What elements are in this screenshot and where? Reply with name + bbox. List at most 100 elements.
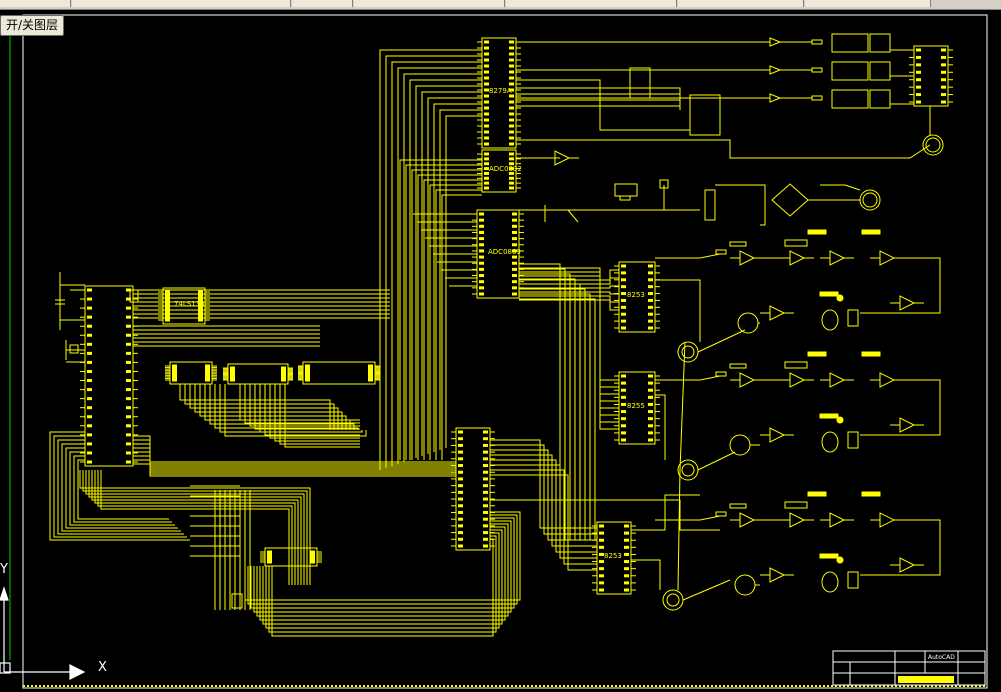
pin-label bbox=[624, 588, 629, 592]
pin-label bbox=[205, 372, 210, 376]
timer-bus-wire bbox=[519, 295, 619, 303]
chip-label: ADC0832 bbox=[489, 165, 522, 173]
pin-label bbox=[621, 417, 626, 421]
pin-label bbox=[509, 118, 514, 122]
pin-label bbox=[126, 379, 131, 383]
opamp-symbol bbox=[899, 295, 916, 311]
pin-label bbox=[484, 58, 489, 62]
motor-inner bbox=[862, 192, 878, 208]
vertical-bus-wire bbox=[403, 73, 482, 462]
relay-wire bbox=[516, 93, 681, 110]
toolbar-segment[interactable] bbox=[678, 0, 804, 7]
led-display bbox=[264, 547, 318, 567]
pin-label bbox=[87, 424, 92, 428]
opamp-symbol bbox=[879, 512, 896, 528]
relay-wire bbox=[516, 79, 690, 131]
pin-label bbox=[648, 319, 653, 323]
toolbar-segment[interactable] bbox=[354, 0, 505, 7]
wire bbox=[655, 279, 701, 342]
junction-dot bbox=[836, 294, 844, 302]
encoder-wire bbox=[697, 329, 746, 353]
pin-label bbox=[458, 537, 463, 541]
bottom-loop-wire bbox=[253, 520, 512, 613]
pin-label bbox=[941, 93, 946, 97]
pin-label bbox=[512, 237, 517, 241]
lower-bus-wire bbox=[49, 431, 190, 541]
pin-label bbox=[87, 388, 92, 392]
lower-bus-wire bbox=[77, 459, 169, 520]
toolbar-segment[interactable] bbox=[506, 0, 677, 7]
toolbar-segment[interactable] bbox=[805, 0, 931, 7]
pin-label bbox=[368, 378, 373, 382]
pin-label bbox=[483, 544, 488, 548]
latch-output-wire bbox=[224, 384, 367, 437]
pin-label bbox=[509, 181, 514, 185]
pin-label bbox=[165, 310, 170, 314]
toolbar-segment[interactable] bbox=[72, 0, 291, 7]
pin-label bbox=[512, 255, 517, 259]
ucs-x-label: X bbox=[98, 660, 107, 675]
encoder-wheel bbox=[662, 589, 684, 611]
optocoupler bbox=[831, 33, 869, 53]
pin-label bbox=[621, 326, 626, 330]
pin-label bbox=[484, 52, 489, 56]
opamp-symbol bbox=[739, 250, 756, 266]
keyboard-controller-chip bbox=[481, 37, 517, 149]
feedback-wire bbox=[860, 379, 941, 436]
lower-bus-wire bbox=[65, 447, 178, 529]
latch-output-wire bbox=[254, 384, 360, 430]
pin-label bbox=[310, 560, 315, 564]
sensor-symbol bbox=[729, 434, 751, 456]
pin-label bbox=[648, 438, 653, 442]
chip-label: 74LS138 bbox=[174, 300, 205, 308]
vertical-bus-wire bbox=[423, 179, 482, 460]
motor-wire bbox=[516, 139, 931, 159]
pin-label bbox=[509, 186, 514, 190]
relay-wire bbox=[516, 87, 681, 110]
pin-label bbox=[941, 63, 946, 67]
pin-label bbox=[509, 106, 514, 110]
transistor bbox=[704, 189, 716, 221]
pin-label bbox=[267, 552, 272, 556]
timer-bus-wire bbox=[519, 285, 619, 289]
pin-label bbox=[621, 312, 626, 316]
ucs-y-label: Y bbox=[0, 562, 8, 577]
pin-label bbox=[458, 470, 463, 474]
pin-label bbox=[87, 451, 92, 455]
pin-label bbox=[87, 415, 92, 419]
pin-label bbox=[509, 94, 514, 98]
pin-label bbox=[483, 470, 488, 474]
ucs-icon bbox=[0, 586, 86, 680]
pin-label bbox=[648, 431, 653, 435]
resistor bbox=[811, 95, 823, 101]
bottom-loop-wire bbox=[271, 538, 494, 637]
pin-label bbox=[198, 290, 203, 294]
toolbar-segment[interactable] bbox=[292, 0, 353, 7]
timer-bus-wire bbox=[519, 299, 619, 311]
pin-label bbox=[512, 230, 517, 234]
pin-label bbox=[458, 490, 463, 494]
pin-label bbox=[648, 395, 653, 399]
buffer-symbol bbox=[769, 65, 782, 75]
pin-label bbox=[484, 176, 489, 180]
pin-label bbox=[621, 402, 626, 406]
latch-output-wire bbox=[264, 384, 360, 436]
latch-output-wire bbox=[259, 384, 360, 433]
ppi-bus-wire bbox=[519, 291, 619, 423]
opamp-symbol bbox=[789, 250, 806, 266]
timer-chip bbox=[618, 261, 656, 333]
pin-label bbox=[198, 302, 203, 306]
lower-bus-wire bbox=[73, 455, 172, 523]
pin-label bbox=[126, 297, 131, 301]
pin-label bbox=[624, 567, 629, 571]
toolbar-segment[interactable] bbox=[0, 0, 71, 7]
pin-label bbox=[509, 142, 514, 146]
layer-toggle-button[interactable]: 开/关图层 bbox=[0, 15, 65, 36]
pin-label bbox=[87, 297, 92, 301]
pin-label bbox=[509, 64, 514, 68]
pin-label bbox=[484, 46, 489, 50]
pin-label bbox=[648, 410, 653, 414]
pin-label bbox=[648, 298, 653, 302]
transformer-coil bbox=[821, 431, 839, 453]
